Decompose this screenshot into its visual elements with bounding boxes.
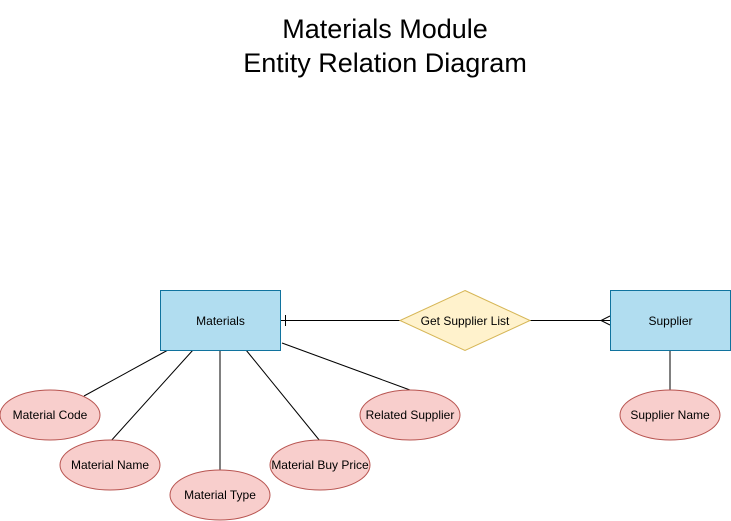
entity-materials-label: Materials [196,314,245,328]
attribute-material-buy-price-label: Material Buy Price [271,458,369,472]
connectors [83,315,671,471]
connector-related-supplier[interactable] [281,342,411,391]
attribute-material-code-label: Material Code [13,408,88,422]
entity-supplier[interactable]: Supplier [610,290,731,351]
attribute-material-buy-price[interactable]: Material Buy Price [269,439,371,491]
attribute-supplier-name-label: Supplier Name [630,408,710,422]
connector-material-code[interactable] [83,349,169,397]
diagram-title: Materials Module Entity Relation Diagram [0,12,731,80]
connector-material-buy-price[interactable] [245,349,321,442]
attribute-material-code[interactable]: Material Code [0,389,101,441]
attribute-material-type-label: Material Type [184,488,256,502]
connector-material-name[interactable] [109,349,194,443]
attribute-material-name[interactable]: Material Name [59,439,161,491]
attribute-related-supplier[interactable]: Related Supplier [359,389,461,441]
title-line-1: Materials Module [282,14,488,44]
attribute-material-name-label: Material Name [71,458,149,472]
title-line-2: Entity Relation Diagram [243,48,527,78]
relationship-label: Get Supplier List [421,314,510,328]
entity-supplier-label: Supplier [648,314,692,328]
cardinality-many-mark [599,315,611,326]
attribute-material-type[interactable]: Material Type [169,469,271,521]
attribute-related-supplier-label: Related Supplier [366,408,455,422]
attribute-supplier-name[interactable]: Supplier Name [619,389,721,441]
entity-materials[interactable]: Materials [160,290,281,351]
relationship-get-supplier-list[interactable]: Get Supplier List [398,289,532,352]
